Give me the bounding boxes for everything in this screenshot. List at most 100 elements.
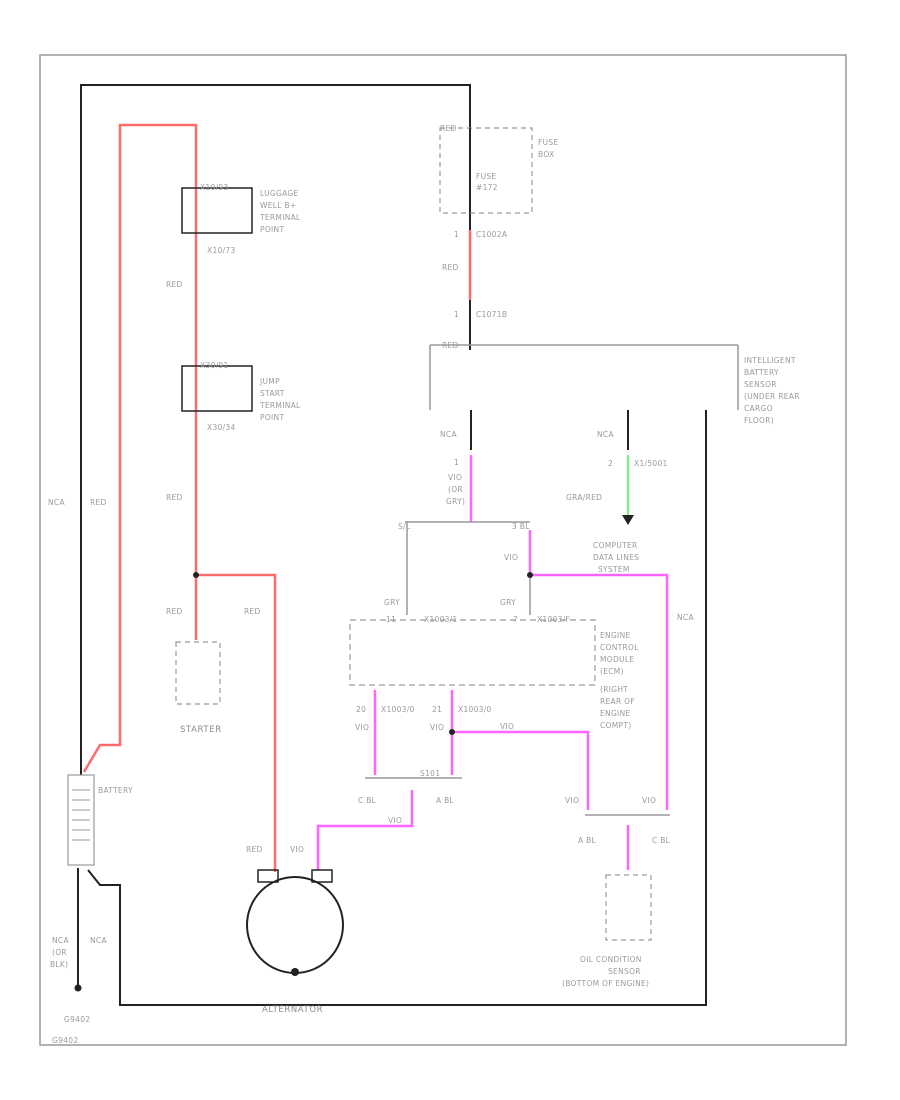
dlc-arrow [622, 515, 634, 525]
label-abl-left: A BL [436, 796, 455, 805]
label-splice-right: 3 BL [512, 522, 530, 531]
label-ecm-out-conn-a: X1003/0 [381, 705, 415, 714]
starter [175, 641, 221, 705]
label-cbl-left: C BL [358, 796, 377, 805]
label-fuse-box-1: FUSE [538, 138, 559, 147]
label-vio-horiz: VIO [500, 722, 514, 731]
label-ecm-7: ENGINE [600, 709, 631, 718]
label-ibs-5: CARGO [744, 404, 773, 413]
label-luggage-conn-top: X10/93 [200, 183, 229, 192]
red-wire-battery-positive [82, 123, 198, 773]
pink-wire-ecm-to-oil-sensor [452, 730, 590, 810]
label-nca-right: NCA [677, 613, 694, 622]
label-jump-1: JUMP [259, 377, 280, 386]
label-nca-gnd-1: NCA [52, 936, 69, 945]
label-gra-red: GRA/RED [566, 493, 602, 502]
label-red-batt-left: RED [90, 498, 107, 507]
ecm-box [349, 619, 596, 686]
label-nca-gnd-4: NCA [90, 936, 107, 945]
label-luggage-conn-bot: X10/73 [207, 246, 236, 255]
label-jump-4: POINT [260, 413, 284, 422]
alternator [246, 876, 344, 974]
label-ibs-4: (UNDER REAR [744, 392, 800, 401]
label-c-dlc: X1/5001 [634, 459, 668, 468]
label-ecm-out-pin-b: 21 [432, 705, 442, 714]
label-vio-alt-side: VIO [290, 845, 304, 854]
label-vio-alt-top: VIO [388, 816, 402, 825]
label-vio-out-b: VIO [430, 723, 444, 732]
black-wire-main-loop [80, 84, 471, 780]
jump-start-terminal [181, 365, 253, 412]
label-nca-ibs-out: NCA [440, 430, 457, 439]
label-ecm-2: CONTROL [600, 643, 639, 652]
label-vio-ibs-1: VIO [448, 473, 462, 482]
label-fuse-2: #172 [476, 183, 498, 192]
label-jump-2: START [260, 389, 285, 398]
splice-dot [449, 729, 455, 735]
label-nca-dlc: NCA [597, 430, 614, 439]
outer-frame [39, 54, 847, 1046]
label-ecm-conn-right: X1003/F [537, 615, 570, 624]
label-vio-right-a: VIO [565, 796, 579, 805]
label-ecm-6: REAR OF [600, 697, 635, 706]
label-ecm-5: (RIGHT [600, 685, 628, 694]
alternator-terminal-a [257, 869, 279, 883]
pink-wire-to-alternator [316, 790, 414, 870]
label-jump-conn-top: X30/91 [200, 361, 229, 370]
label-nca-gnd-2: (OR [52, 948, 67, 957]
splice-dot [527, 572, 533, 578]
label-oil-3: (BOTTOM OF ENGINE) [562, 979, 649, 988]
fuse-box [439, 127, 533, 214]
label-ecm-pin-right: 7 [513, 615, 518, 624]
label-jump-conn-bot: X30/34 [207, 423, 236, 432]
splice-dot [193, 572, 199, 578]
label-vio-ibs-2: (OR [448, 485, 463, 494]
label-abl-right: A BL [578, 836, 597, 845]
label-vio-right-b: VIO [642, 796, 656, 805]
luggage-well-terminal [181, 187, 253, 234]
label-red-left-b: RED [166, 493, 183, 502]
labels: RED FUSE BOX FUSE #172 1 C1002A RED 1 C1… [48, 124, 800, 1045]
label-pin-1-lower: 1 [454, 310, 459, 319]
label-red-fuse-top: RED [440, 124, 457, 133]
alternator-ground-dot [291, 968, 299, 976]
label-c-ibs-conn: C1071B [476, 310, 507, 319]
label-fuse-box-2: BOX [538, 150, 554, 159]
label-nca-gnd-3: BLK) [50, 960, 68, 969]
red-wire-to-alternator [196, 573, 277, 872]
label-ecm-conn-left: X1003/1 [424, 615, 458, 624]
label-ecm-out-pin-a: 20 [356, 705, 366, 714]
label-vio-out-a: VIO [355, 723, 369, 732]
label-red-left-a: RED [166, 280, 183, 289]
label-cbl-right: C BL [652, 836, 671, 845]
label-red-to-alt: RED [244, 607, 261, 616]
label-red-mid: RED [442, 263, 459, 272]
label-ibs-1: INTELLIGENT [744, 356, 796, 365]
label-red-left-c: RED [166, 607, 183, 616]
label-ecm-1: ENGINE [600, 631, 631, 640]
label-gry-a: GRY [384, 598, 400, 607]
label-ibs-6: FLOOR) [744, 416, 774, 425]
label-pin-1-ibs: 1 [454, 458, 459, 467]
label-dlc-2: DATA LINES [593, 553, 639, 562]
label-oil-1: OIL CONDITION [580, 955, 642, 964]
label-red-ibs: RED [442, 341, 459, 350]
label-alternator: ALTERNATOR [262, 1005, 323, 1015]
label-ibs-3: SENSOR [744, 380, 777, 389]
label-starter: STARTER [180, 725, 222, 735]
label-fuse-1: FUSE [476, 172, 497, 181]
label-splice-bottom: S101 [420, 769, 440, 778]
label-jump-3: TERMINAL [259, 401, 301, 410]
label-ecm-3: MODULE [600, 655, 634, 664]
oil-condition-sensor [605, 874, 652, 941]
label-gnd-1: G9402 [64, 1015, 90, 1024]
label-pin-1-top: 1 [454, 230, 459, 239]
label-pin-2-dlc: 2 [608, 459, 613, 468]
label-luggage-1: LUGGAGE [260, 189, 299, 198]
label-dlc-1: COMPUTER [593, 541, 638, 550]
label-luggage-3: TERMINAL [259, 213, 301, 222]
label-ibs-2: BATTERY [744, 368, 779, 377]
label-luggage-4: POINT [260, 225, 284, 234]
black-wire-ground-right [87, 410, 707, 1006]
